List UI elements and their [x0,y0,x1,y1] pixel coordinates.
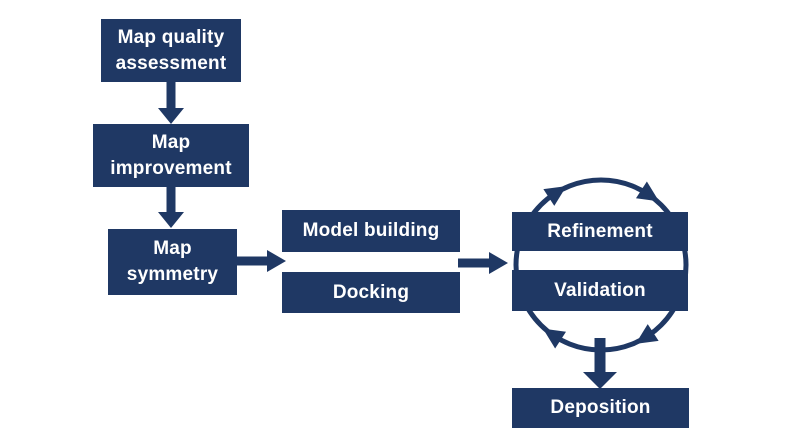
cycle-arrowhead-top-right-icon [635,181,660,202]
cycle-arrowhead-bottom-left-icon [542,328,567,349]
arrow-cycle-to-deposition [583,338,617,389]
flow-step-label: Model building [302,220,440,242]
flow-step-label: Map symmetry [126,238,219,285]
flow-step-model-building: Model building [282,210,460,252]
flow-step-label: Validation [554,279,646,301]
flow-step-map-improvement: Map improvement [93,124,249,187]
flow-step-validation: Validation [512,270,688,311]
flow-step-label: Deposition [550,397,651,419]
cycle-arrowhead-bottom-right-icon [635,324,659,344]
flow-step-deposition: Deposition [512,388,689,428]
flow-step-docking: Docking [282,272,460,313]
flow-step-label: Refinement [547,220,653,242]
flow-step-label: Map improvement [110,131,232,179]
iteration-cycle-ring [513,177,689,353]
arrow-symmetry-to-modeling [236,250,286,272]
arrow-modeling-to-refinement [458,252,508,274]
flow-step-label: Map quality assessment [115,26,227,74]
cycle-arrowhead-top-left-icon [543,186,567,206]
flow-step-map-symmetry: Map symmetry [108,229,237,295]
flow-step-map-quality-assessment: Map quality assessment [101,19,241,82]
flow-step-refinement: Refinement [512,212,688,251]
flow-step-label: Docking [332,281,410,303]
arrow-quality-to-improvement [158,82,184,124]
arrow-improvement-to-symmetry [158,187,184,228]
